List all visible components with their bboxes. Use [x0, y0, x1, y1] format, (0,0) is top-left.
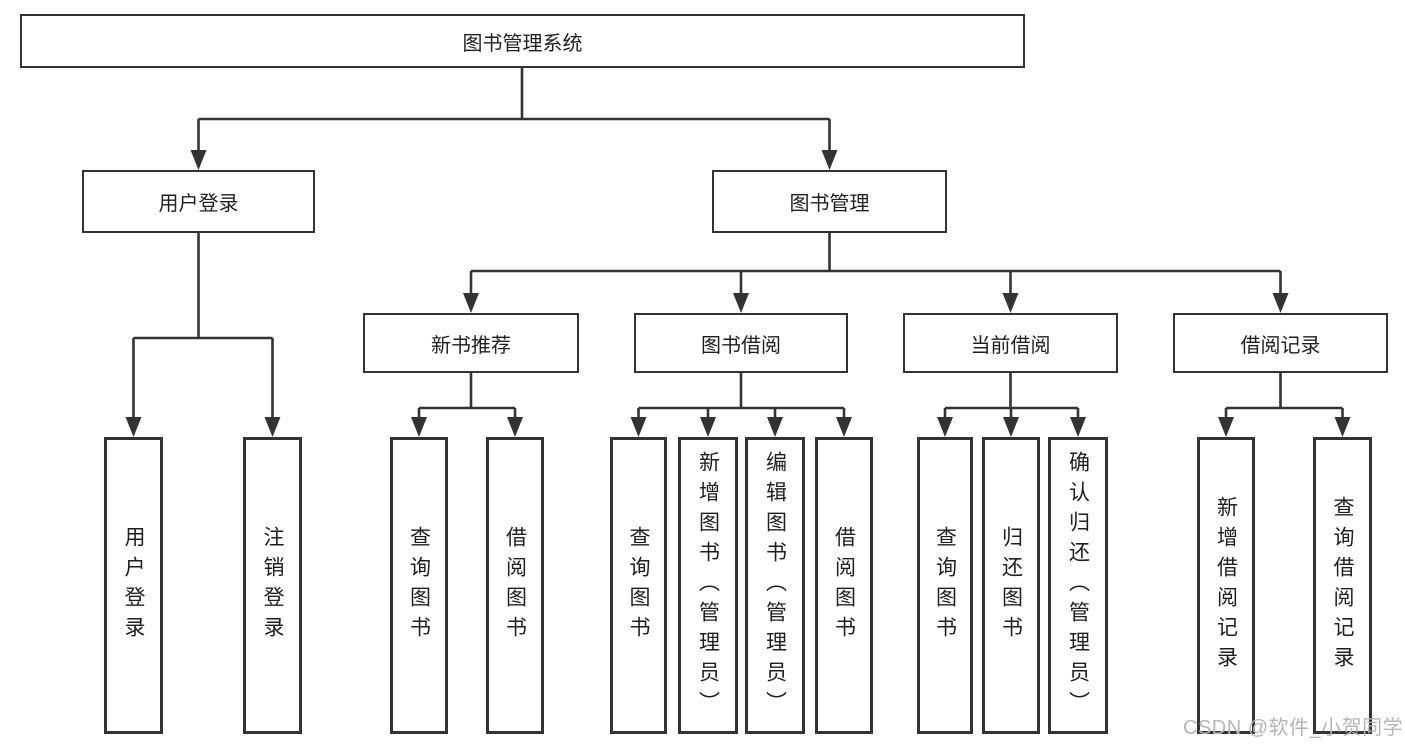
leaf-label: 归还图书 [999, 525, 1023, 646]
leaf-label: 借阅图书 [503, 525, 527, 646]
node-user-login: 用户登录 [82, 170, 315, 233]
leaf-query-borrow-record: 查询借阅记录 [1313, 437, 1372, 734]
node-label: 新书推荐 [431, 334, 511, 357]
csdn-watermark: CSDN @软件_小贺同学 [1183, 717, 1404, 739]
leaf-borrow-books-recommend: 借阅图书 [486, 437, 544, 734]
leaf-label: 查询图书 [627, 525, 650, 646]
leaf-label: 编辑图书（管理员） [763, 450, 787, 721]
leaf-query-books-borrow: 查询图书 [610, 437, 667, 734]
leaf-label: 用户登录 [122, 525, 145, 646]
leaf-query-books-recommend: 查询图书 [390, 437, 448, 734]
node-book-management: 图书管理 [712, 170, 947, 233]
leaf-return-books: 归还图书 [982, 437, 1040, 734]
leaf-label: 新增借阅记录 [1214, 495, 1238, 676]
leaf-user-login: 用户登录 [104, 437, 163, 734]
leaf-label: 查询图书 [407, 525, 431, 646]
node-label: 借阅记录 [1240, 334, 1321, 357]
leaf-logout: 注销登录 [243, 437, 302, 734]
node-label: 图书借阅 [701, 334, 781, 357]
leaf-label: 查询借阅记录 [1331, 495, 1354, 676]
leaf-label: 新增图书（管理员） [696, 450, 720, 721]
leaf-add-borrow-record: 新增借阅记录 [1197, 437, 1255, 734]
node-current-borrowing: 当前借阅 [903, 313, 1118, 373]
node-label: 用户登录 [158, 193, 239, 215]
leaf-edit-books-admin: 编辑图书（管理员） [745, 437, 805, 734]
node-book-borrowing: 图书借阅 [634, 313, 848, 373]
leaf-borrow-books: 借阅图书 [815, 437, 873, 734]
leaf-label: 确认归还（管理员） [1066, 450, 1090, 721]
leaf-label: 注销登录 [261, 525, 284, 646]
leaf-query-books-current: 查询图书 [917, 437, 973, 734]
node-label: 当前借阅 [970, 334, 1051, 357]
leaf-label: 借阅图书 [832, 525, 856, 646]
node-library-management-system: 图书管理系统 [20, 14, 1025, 68]
leaf-confirm-return-admin: 确认归还（管理员） [1048, 437, 1108, 734]
leaf-label: 查询图书 [933, 525, 957, 646]
node-borrowing-records: 借阅记录 [1173, 313, 1388, 373]
node-label: 图书管理系统 [462, 32, 583, 55]
leaf-add-books-admin: 新增图书（管理员） [678, 437, 738, 734]
node-new-book-recommendation: 新书推荐 [363, 313, 579, 373]
node-label: 图书管理 [789, 193, 870, 215]
